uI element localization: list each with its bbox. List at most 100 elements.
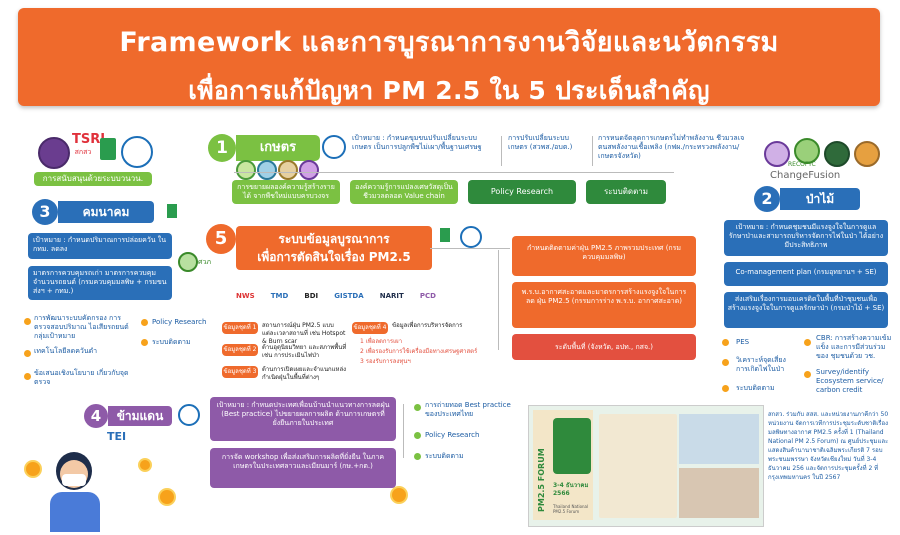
section-5-title-line-1: ระบบข้อมูลบูรณาการ <box>278 232 390 246</box>
girl-illustration <box>42 448 112 532</box>
section-4-item-2: Policy Research <box>425 431 480 439</box>
section-1-box-3: Policy Research <box>468 180 576 204</box>
connector <box>403 404 404 458</box>
data-set-3-text: ด้านการเปิดเผยและจำแนกแหล่งกำเนิดฝุ่นในพ… <box>262 366 347 381</box>
section-1-col-2: การปรับเปลี่ยนระบบเกษตร (สวพส./อบต.) <box>508 134 573 151</box>
thaihealth-logo <box>100 138 116 160</box>
forum-subtitle: Thailand National PM2.5 Forum <box>553 504 589 514</box>
recoftc-logo <box>794 138 820 164</box>
section-5-output-1: กำหนดติดตามค่าฝุ่น PM2.5 ภาพรวมประเทศ (ก… <box>512 236 696 276</box>
tsri-logo: TSRI สกสว <box>72 132 106 162</box>
bullet-icon <box>24 350 31 357</box>
section-2-cbr: CBR: การสร้างความเข้มแข็ง และการมีส่วนร่… <box>816 334 892 360</box>
title-banner: Framework และการบูรณาการงานวิจัยและนวัตก… <box>18 8 880 106</box>
ssa-logo <box>178 404 200 426</box>
section-4-title: ข้ามแดน <box>108 406 172 426</box>
sun-icon <box>140 460 150 470</box>
section-2-title: ป่าไม้ <box>780 188 860 210</box>
section-2-incentive: ส่งเสริมเรื่องการมอบเครดิตในพื้นที่ป่าชุ… <box>724 292 888 328</box>
section-3-number: 3 <box>32 199 58 225</box>
tsri-mark: TSRI <box>72 132 106 147</box>
section-5-title: ระบบข้อมูลบูรณาการ เพื่อการตัดสินใจเรื่อ… <box>236 226 432 270</box>
sun-icon <box>160 490 174 504</box>
section-1-box-4: ระบบติดตาม <box>586 180 666 204</box>
section-4-workshop: การจัด workshop เพื่อส่งเสริมการผลิตที่ย… <box>210 448 396 488</box>
title-line-2: เพื่อการแก้ปัญหา PM 2.5 ใน 5 ประเด็นสำคั… <box>188 76 710 105</box>
section-2-survey: Survey/identify Ecosystem service/ carbo… <box>816 368 884 394</box>
ssa-logo <box>460 226 482 248</box>
partner-logo <box>278 160 298 180</box>
tei-logo: TEI <box>107 430 127 443</box>
section-2-number: 2 <box>754 186 780 212</box>
partner-logo <box>764 141 790 167</box>
section-5-output-2: พ.ร.บ.อากาศสะอาดและมาตรการสร้างแรงจูงใจใ… <box>512 282 696 328</box>
bullet-icon <box>24 373 31 380</box>
section-2-item-1: PES <box>736 338 750 346</box>
recoftc-label: RECOFTC <box>788 161 816 168</box>
partner-logo-gistda: GISTDA <box>334 291 364 300</box>
bullet-icon <box>414 404 421 411</box>
data-set-4-text: ข้อมูลเพื่อการบริหารจัดการ <box>392 322 463 329</box>
section-1-box-1: การขยายผลองค์ความรู้สร้างรายได้ จากพืชให… <box>232 180 340 204</box>
thaihealth-icon <box>440 228 450 242</box>
support-label: การสนับสนุนด้วยระบบวนวน. <box>34 172 152 186</box>
section-3-measure: มาตรการควบคุมรถเก่า มาตรการควบคุมจำนวนรถ… <box>28 266 172 300</box>
divider <box>592 136 593 166</box>
connector <box>234 172 674 173</box>
data-set-3-label: ข้อมูลชุดที่ 3 <box>222 366 258 378</box>
section-4-number: 4 <box>84 404 108 428</box>
data-set-1-text: สถานการณ์ฝุ่น PM2.5 แบบแต่ละเวลาสถานที่ … <box>262 322 346 345</box>
section-4-item-3: ระบบติดตาม <box>425 452 464 460</box>
section-2-co-management: Co-management plan (กรมอุทยานฯ + SE) <box>724 262 888 286</box>
section-3-title: คมนาคม <box>58 201 154 223</box>
sun-icon <box>26 462 40 476</box>
thaihealth-icon <box>167 204 177 218</box>
section-1-goal: เป้าหมาย : กำหนดขุมขนปรับเปลี่ยนระบบเกษต… <box>352 134 482 151</box>
bullet-icon <box>722 359 729 366</box>
sun-icon <box>392 488 406 502</box>
section-1-box-2: องค์ความรู้การแปลงเศษวัสดุเป็น ชีวมวลตลอ… <box>350 180 458 204</box>
section-3-item-1: การพัฒนาระบบคัดกรอง การตรวจสอบปริมาณ ไอเ… <box>34 314 129 340</box>
connector <box>430 248 510 249</box>
bullet-icon <box>804 339 811 346</box>
partner-logo-bdi: BDI <box>304 291 319 300</box>
partner-logo <box>299 160 319 180</box>
section-5-number: 5 <box>206 224 236 254</box>
partner-logo-label: ศวภ <box>198 258 211 266</box>
partner-logo-nws: NWS <box>236 291 255 300</box>
section-3-item-3: ข้อเสนอเชิงนโยบาย เกี่ยวกับจุดตรวจ <box>34 369 129 386</box>
bullet-icon <box>414 453 421 460</box>
bullet-icon <box>804 371 811 378</box>
section-2-item-2: วิเคราะห์จุดเสี่ยง การเกิดไฟในป่า <box>736 356 786 373</box>
data-set-4-label: ข้อมูลชุดที่ 4 <box>352 322 388 334</box>
university-logo <box>38 137 70 169</box>
forum-description: สกสว. ร่วมกับ สสส. และหน่วยงานภาคีกว่า 5… <box>768 411 889 481</box>
forum-photo: PM2.5 FORUM 3-4 ธันวาคม 2566 Thailand Na… <box>528 405 764 527</box>
partner-logo <box>854 141 880 167</box>
section-3-side-1: Policy Research <box>152 318 207 326</box>
section-1-col-3: การหนดจัดลุดการเกษตรไม่ทำพลังงาน ชีวมวลเ… <box>598 134 745 160</box>
bullet-icon <box>141 339 148 346</box>
bullet-icon <box>24 318 31 325</box>
changefusion-label: ChangeFusion <box>770 170 841 181</box>
bullet-icon <box>414 432 421 439</box>
connector <box>498 250 499 350</box>
partner-logos-row: NWS TMD BDI GISTDA NARIT PCD <box>236 286 436 306</box>
data-set-4-sub-3: 3 รองรับการลงทุนฯ <box>360 358 411 365</box>
section-3-item-2: เทคโนโลยีลดควันดำ <box>34 347 98 355</box>
partner-logo <box>178 252 198 272</box>
data-set-1-label: ข้อมูลชุดที่ 1 <box>222 322 258 334</box>
data-set-2-text: ด้านอุตุนิยมวิทยา และสภาพพื้นที่ เช่น กา… <box>262 344 347 359</box>
partner-logo <box>236 160 256 180</box>
title-line-1: Framework และการบูรณาการงานวิจัยและนวัตก… <box>119 27 779 58</box>
partner-logo-tmd: TMD <box>270 291 289 300</box>
section-2-goal: เป้าหมาย : กำหนดชุมชนมีแรงจูงใจในการดูแล… <box>724 220 888 256</box>
ssa-logo <box>121 136 153 168</box>
section-4-item-1: การถ่ายทอด Best practice ของประเทศไทย <box>425 401 511 418</box>
forum-title: PM2.5 FORUM <box>537 448 546 512</box>
section-1-number: 1 <box>208 134 236 162</box>
divider <box>501 136 502 166</box>
tsri-caption: สกสว <box>74 148 92 156</box>
bullet-icon <box>722 385 729 392</box>
section-2-item-3: ระบบติดตาม <box>736 384 775 392</box>
